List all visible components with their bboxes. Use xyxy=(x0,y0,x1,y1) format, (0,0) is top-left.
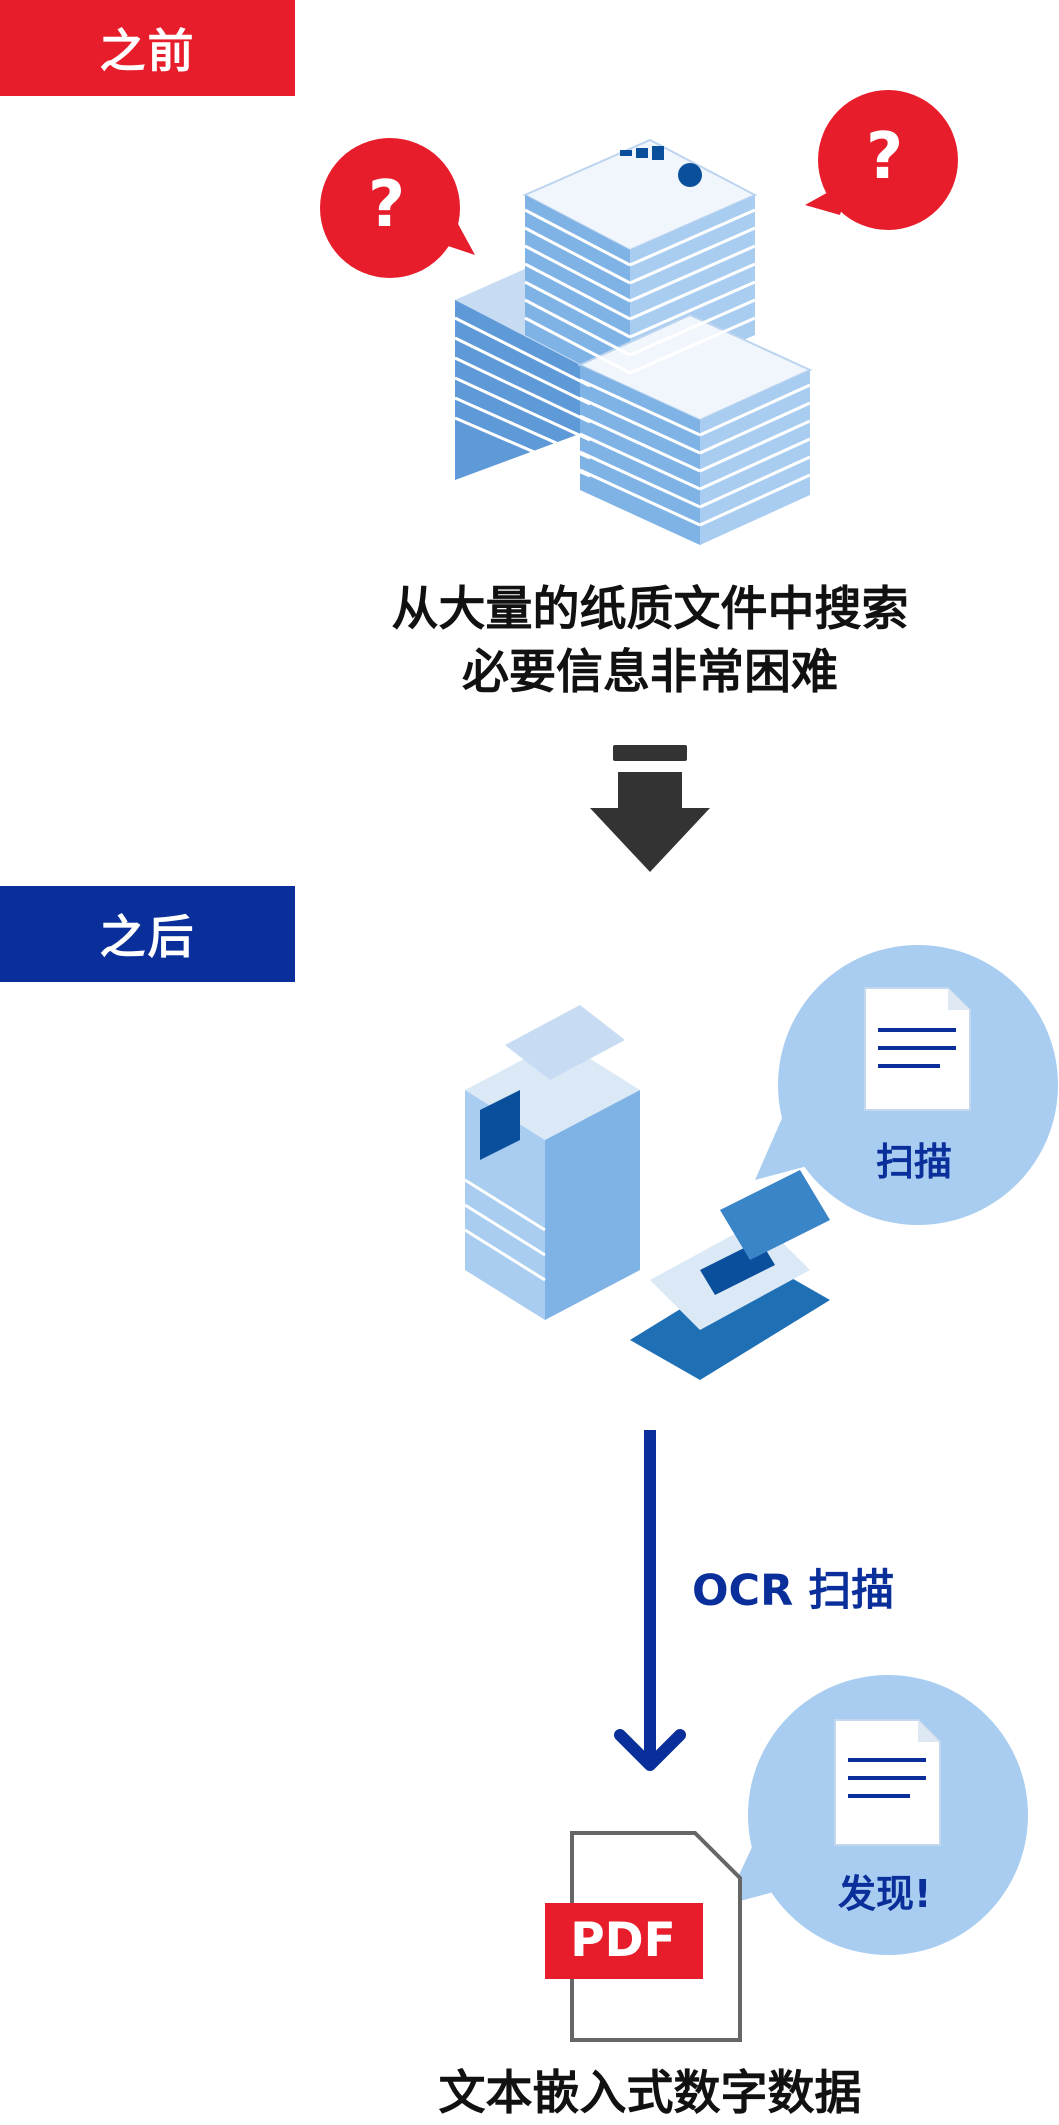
pdf-badge: PDF xyxy=(570,1913,676,1968)
after-label: 之后 xyxy=(0,886,295,982)
question-bubble-right xyxy=(805,90,958,230)
before-label: 之前 xyxy=(0,0,295,96)
down-arrow-icon xyxy=(590,745,710,872)
scan-bubble xyxy=(755,945,1058,1225)
before-caption-line2: 必要信息非常困难 xyxy=(462,645,838,700)
paper-stacks-illustration xyxy=(454,138,813,545)
question-mark-right: ? xyxy=(866,120,904,194)
ocr-arrow-icon xyxy=(614,1430,686,1771)
pdf-document-icon xyxy=(545,1831,742,2042)
scanner-devices-illustration xyxy=(464,1005,830,1380)
question-mark-left: ? xyxy=(368,168,406,242)
found-bubble xyxy=(725,1675,1028,1955)
question-bubble-left xyxy=(320,138,475,278)
ocr-scan-label: OCR 扫描 xyxy=(692,1566,895,1616)
scan-bubble-label: 扫描 xyxy=(876,1140,953,1184)
before-caption-line1: 从大量的纸质文件中搜索 xyxy=(391,582,909,637)
before-caption: 从大量的纸质文件中搜索 必要信息非常困难 xyxy=(300,578,1000,704)
found-bubble-label: 发现! xyxy=(838,1872,932,1916)
after-caption: 文本嵌入式数字数据 xyxy=(438,2066,862,2121)
